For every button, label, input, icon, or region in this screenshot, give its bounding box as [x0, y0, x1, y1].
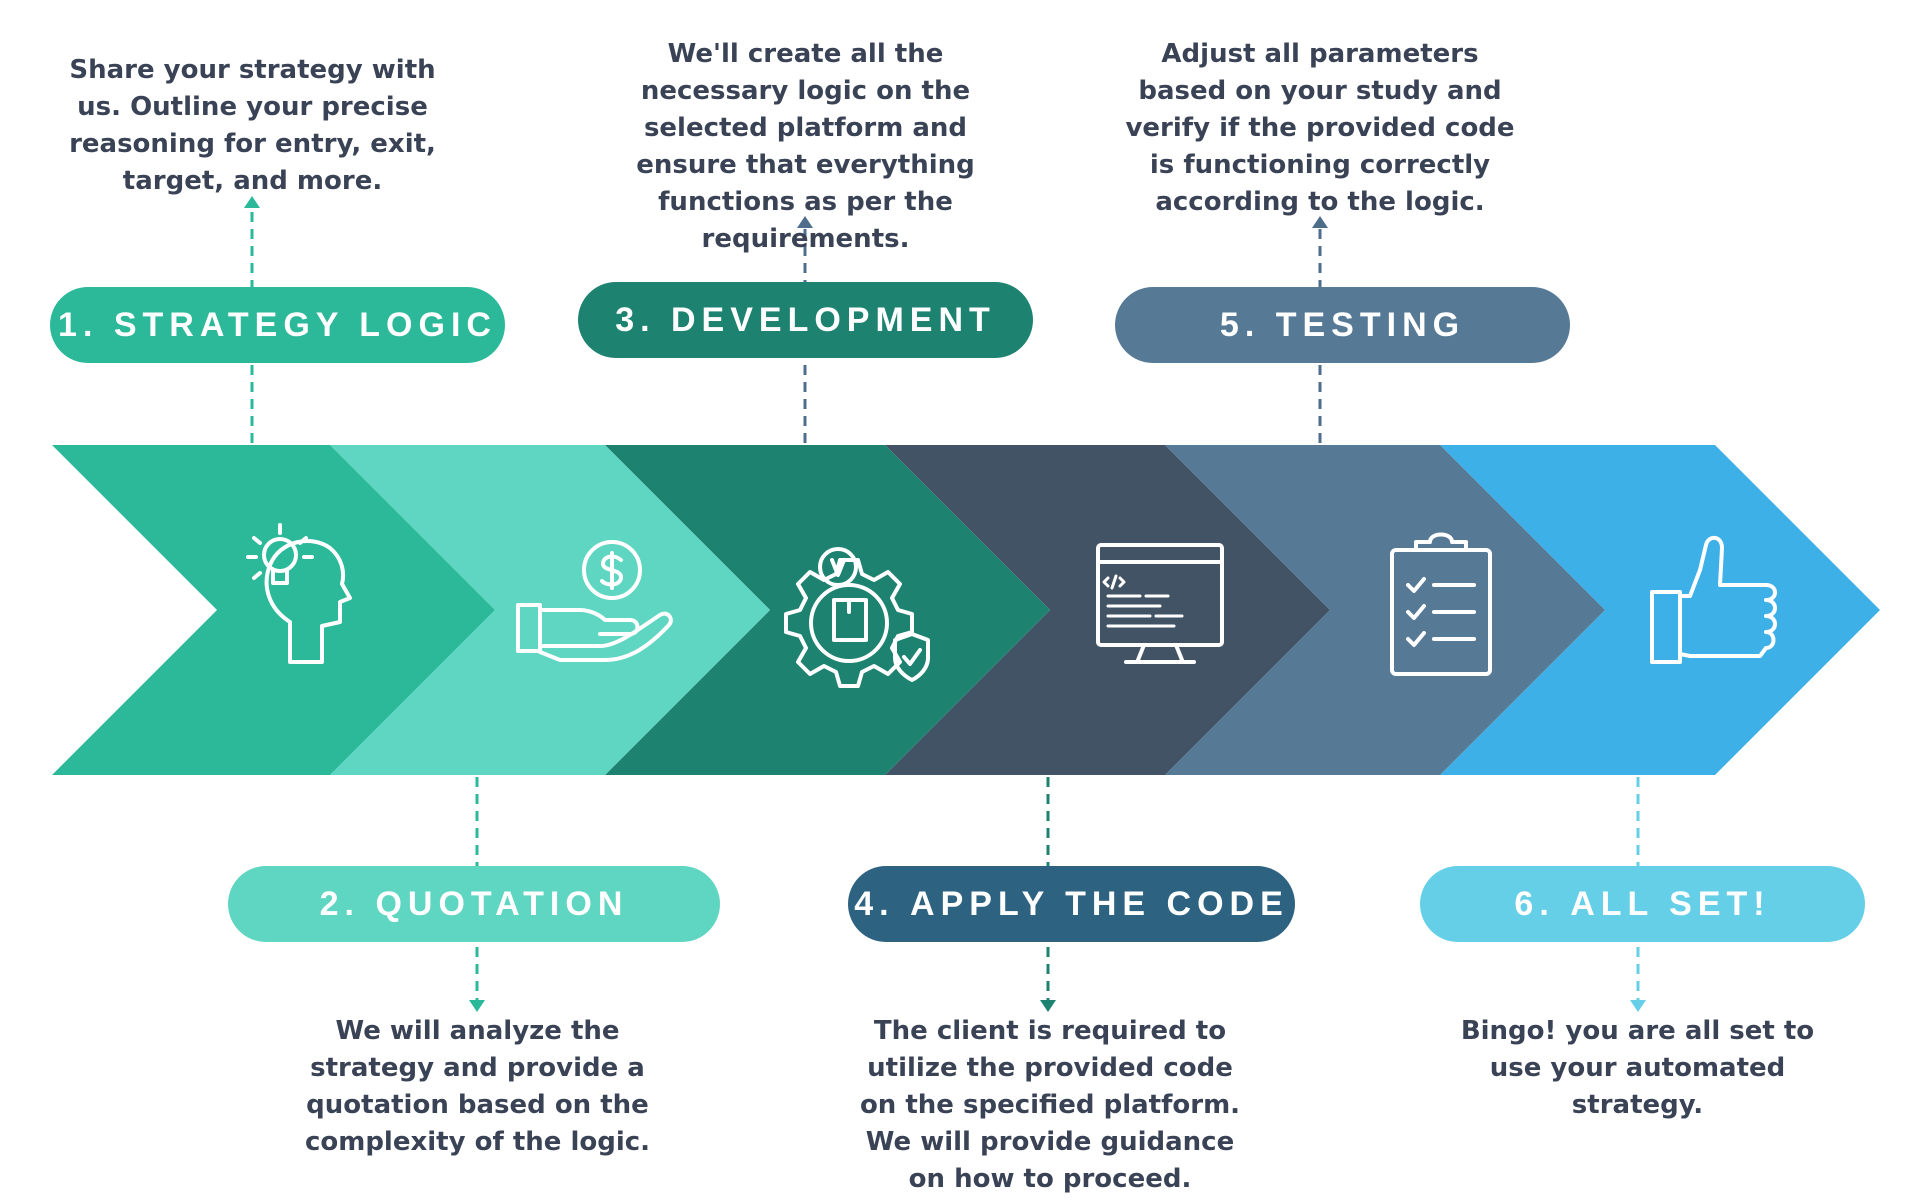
step-1-description: Share your strategy with us. Outline you… [69, 55, 436, 196]
step-2-pill: 2. QUOTATION [228, 866, 720, 942]
step-3-description: We'll create all the necessary logic on … [636, 39, 975, 254]
step-5-title: TESTING [1275, 305, 1466, 344]
chevron-5 [1165, 445, 1605, 775]
step-2-title: QUOTATION [375, 884, 629, 923]
gear-development-icon [784, 547, 930, 688]
step-6-number: 6. [1514, 884, 1555, 923]
step-1-pill: 1. STRATEGY LOGIC [50, 287, 505, 363]
thumbs-up-icon [1650, 535, 1777, 664]
step-5-pill: 5. TESTING [1115, 287, 1570, 363]
arrowhead-2 [469, 1000, 485, 1012]
arrowhead-1 [244, 196, 260, 208]
step-2-description: We will analyze the strategy and provide… [304, 1016, 651, 1157]
arrowhead-5 [1312, 216, 1328, 228]
step-4-description: The client is required to utilize the pr… [859, 1016, 1241, 1194]
arrowhead-3 [797, 216, 813, 228]
chevron-1 [52, 445, 495, 775]
step-4-title: APPLY THE CODE [910, 884, 1289, 923]
idea-head-icon [246, 523, 352, 664]
step-5-description: Adjust all parameters based on your stud… [1125, 39, 1515, 217]
arrowhead-4 [1040, 1000, 1056, 1012]
chevron-4 [885, 445, 1330, 775]
step-3-title: DEVELOPMENT [671, 300, 996, 339]
step-6-description: Bingo! you are all set to use your autom… [1460, 1016, 1815, 1120]
money-hand-icon [516, 540, 673, 662]
chevron-3 [605, 445, 1050, 775]
step-1-title: STRATEGY LOGIC [113, 305, 497, 344]
step-3-pill: 3. DEVELOPMENT [578, 282, 1033, 358]
arrowhead-6 [1630, 1000, 1646, 1012]
checklist-clipboard-icon [1390, 532, 1492, 676]
step-4-pill: 4. APPLY THE CODE [848, 866, 1295, 942]
code-monitor-icon [1096, 543, 1224, 664]
step-6-pill: 6. ALL SET! [1420, 866, 1865, 942]
step-6-title: ALL SET! [1570, 884, 1771, 923]
step-2-number: 2. [319, 884, 360, 923]
chevron-6 [1440, 445, 1880, 775]
step-1-number: 1. [58, 305, 99, 344]
step-3-number: 3. [615, 300, 656, 339]
step-4-number: 4. [854, 884, 895, 923]
step-5-number: 5. [1219, 305, 1261, 344]
